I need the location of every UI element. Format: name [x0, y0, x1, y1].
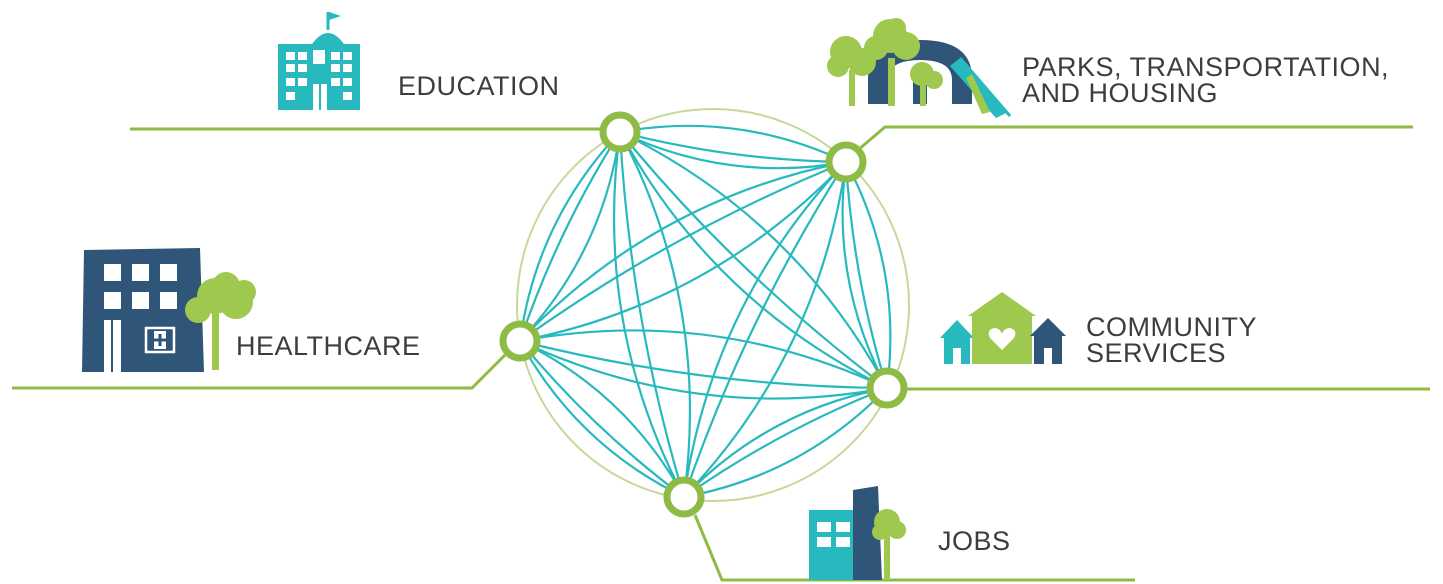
arc-0-3-2 — [619, 131, 888, 389]
arc-1-2-0 — [519, 160, 847, 342]
hospital-icon — [82, 248, 256, 372]
community-services-label: COMMUNITY SERVICES — [1086, 312, 1257, 368]
arc-0-4-1 — [619, 131, 691, 498]
arc-1-4-1 — [683, 161, 848, 498]
office-buildings-icon — [809, 486, 906, 580]
arc-2-3-2 — [519, 339, 888, 390]
connector-lines — [12, 125, 1430, 582]
arc-2-4-0 — [519, 340, 685, 498]
arc-1-2-1 — [519, 161, 847, 343]
arc-1-4-2 — [682, 161, 847, 498]
arc-1-4-0 — [682, 161, 847, 498]
school-building-icon — [278, 12, 360, 110]
education-label: EDUCATION — [398, 71, 560, 101]
node-jobs — [663, 476, 705, 518]
arc-2-4-1 — [519, 340, 685, 498]
parks-transportation-housing-label: PARKS, TRANSPORTATION, AND HOUSING — [1022, 52, 1390, 108]
arc-0-2-1 — [519, 131, 622, 342]
arc-1-3-1 — [845, 161, 892, 389]
community-label-line1: COMMUNITY — [1086, 312, 1257, 342]
arc-1-3-2 — [844, 161, 889, 389]
node-healthcare — [499, 320, 541, 362]
network-nodes — [499, 111, 908, 518]
network-outer-ring — [516, 108, 910, 502]
community-label-line2: SERVICES — [1086, 338, 1227, 368]
jobs-label: JOBS — [938, 526, 1011, 556]
arc-1-3-0 — [841, 161, 888, 389]
arc-0-2-0 — [518, 131, 621, 342]
parks-label-line1: PARKS, TRANSPORTATION, — [1022, 52, 1390, 82]
arc-2-4-2 — [519, 340, 685, 498]
healthcare-label: HEALTHCARE — [236, 331, 421, 361]
node-parks — [825, 141, 867, 183]
arc-3-4-2 — [683, 386, 888, 498]
arc-0-1-0 — [619, 131, 847, 170]
healthcare-connector — [12, 353, 507, 390]
arc-3-4-1 — [683, 387, 888, 499]
arc-0-4-2 — [618, 131, 686, 498]
arc-0-4-0 — [613, 131, 685, 498]
arc-0-1-1 — [619, 124, 847, 163]
houses-heart-icon — [940, 292, 1066, 364]
arc-1-2-2 — [519, 160, 847, 342]
arc-2-3-0 — [519, 340, 888, 400]
arc-0-1-2 — [619, 130, 847, 164]
park-playground-icon — [827, 18, 1012, 118]
arc-3-4-0 — [683, 386, 888, 498]
arc-0-3-0 — [619, 131, 888, 389]
parks-connector — [857, 125, 1413, 152]
arc-2-3-1 — [519, 329, 888, 389]
arc-0-3-1 — [619, 131, 888, 389]
parks-label-line2: AND HOUSING — [1022, 78, 1219, 108]
node-community — [866, 367, 908, 409]
network-arcs — [518, 124, 892, 499]
jobs-connector — [693, 514, 1135, 582]
arc-0-2-2 — [518, 131, 621, 342]
node-education — [599, 111, 641, 153]
